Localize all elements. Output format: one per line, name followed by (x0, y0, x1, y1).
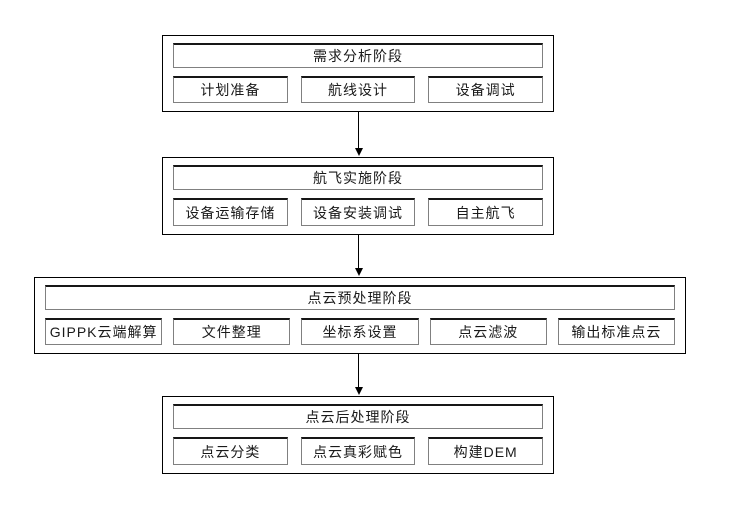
arrow-shaft (357, 354, 360, 387)
stage-flight-implementation: 航飞实施阶段 设备运输存储 设备安装调试 自主航飞 (162, 157, 554, 235)
arrow-head-icon (354, 148, 363, 156)
stage-title: 航飞实施阶段 (173, 165, 543, 190)
steps-row: 设备运输存储 设备安装调试 自主航飞 (173, 198, 544, 226)
stage-requirements-analysis: 需求分析阶段 计划准备 航线设计 设备调试 (162, 35, 554, 112)
stage-title: 点云预处理阶段 (45, 285, 675, 310)
stage-title: 点云后处理阶段 (173, 404, 543, 429)
flow-arrow (353, 354, 364, 395)
arrow-head-icon (354, 268, 363, 276)
step-coordinate-system-setting: 坐标系设置 (301, 318, 419, 345)
arrow-head-icon (354, 387, 363, 395)
step-pointcloud-filtering: 点云滤波 (429, 318, 547, 345)
step-pointcloud-classification: 点云分类 (173, 437, 288, 465)
stage-title: 需求分析阶段 (173, 43, 543, 68)
step-build-dem: 构建DEM (428, 437, 544, 465)
steps-row: 点云分类 点云真彩赋色 构建DEM (173, 437, 544, 465)
step-plan-preparation: 计划准备 (173, 76, 288, 103)
arrow-shaft (357, 235, 360, 268)
flow-arrow (353, 235, 364, 276)
steps-row: 计划准备 航线设计 设备调试 (173, 76, 544, 103)
stage-pointcloud-preprocessing: 点云预处理阶段 GIPPK云端解算 文件整理 坐标系设置 点云滤波 输出标准点云 (34, 277, 686, 354)
step-equipment-transport-storage: 设备运输存储 (173, 198, 288, 226)
step-gippk-cloud-solution: GIPPK云端解算 (45, 318, 163, 345)
flow-arrow (353, 112, 364, 156)
step-file-organization: 文件整理 (173, 318, 291, 345)
steps-row: GIPPK云端解算 文件整理 坐标系设置 点云滤波 输出标准点云 (45, 318, 676, 345)
step-equipment-debugging: 设备调试 (428, 76, 544, 103)
step-route-design: 航线设计 (300, 76, 416, 103)
step-autonomous-flight: 自主航飞 (428, 198, 544, 226)
stage-pointcloud-postprocessing: 点云后处理阶段 点云分类 点云真彩赋色 构建DEM (162, 396, 554, 474)
step-equipment-installation-debugging: 设备安装调试 (300, 198, 416, 226)
step-output-standard-pointcloud: 输出标准点云 (557, 318, 676, 345)
step-pointcloud-truecolor-coloring: 点云真彩赋色 (300, 437, 416, 465)
arrow-shaft (357, 112, 360, 148)
